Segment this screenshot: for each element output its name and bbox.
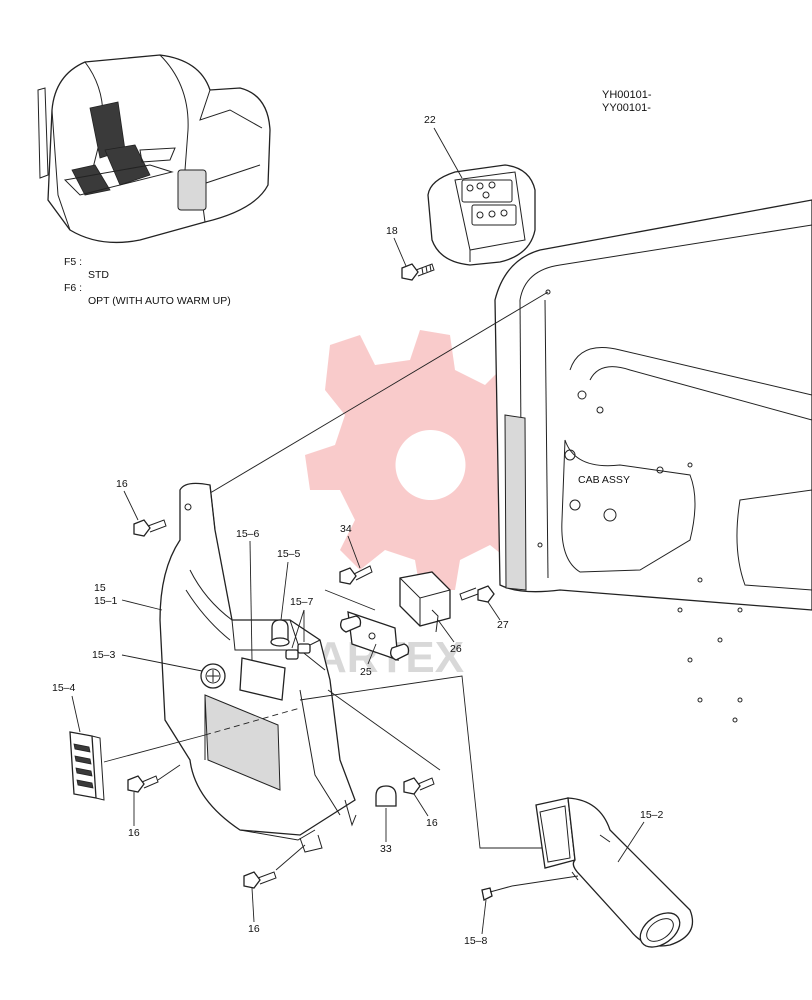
callout-26: 26 bbox=[450, 643, 462, 655]
part-33-cap bbox=[375, 785, 397, 807]
part-34-bolt bbox=[339, 565, 373, 585]
callout-16-mid: 16 bbox=[426, 817, 438, 829]
part-16-bolt-left bbox=[127, 775, 159, 793]
callout-15-1: 15–1 bbox=[94, 595, 118, 607]
part-16-bolt-bottom bbox=[243, 871, 277, 889]
callout-15-8: 15–8 bbox=[464, 935, 488, 947]
callout-16-bottom: 16 bbox=[248, 923, 260, 935]
callout-33: 33 bbox=[380, 843, 392, 855]
part-27-bolt bbox=[459, 585, 495, 603]
callout-27: 27 bbox=[497, 619, 509, 631]
part-15-8-screw bbox=[481, 885, 513, 901]
callout-25: 25 bbox=[360, 666, 372, 678]
note-text-f6: OPT (WITH AUTO WARM UP) bbox=[88, 295, 231, 307]
callout-15-2: 15–2 bbox=[640, 809, 664, 821]
note-key-f6: F6 : bbox=[64, 282, 82, 294]
part-15-3-grommet bbox=[200, 663, 226, 689]
part-15-side-panel bbox=[159, 482, 357, 853]
part-16-bolt-top bbox=[133, 519, 167, 537]
cab-assy-label: CAB ASSY bbox=[578, 474, 630, 486]
callout-15-4: 15–4 bbox=[52, 682, 76, 694]
callout-15: 15 bbox=[94, 582, 106, 594]
note-text-f5: STD bbox=[88, 269, 109, 281]
part-15-4-louver bbox=[69, 731, 105, 801]
callout-22: 22 bbox=[424, 114, 436, 126]
callout-15-3: 15–3 bbox=[92, 649, 116, 661]
part-22-meter-panel bbox=[427, 164, 536, 266]
machine-overview-illustration bbox=[37, 54, 271, 244]
cab-assembly-panel bbox=[494, 199, 812, 723]
callout-16-top: 16 bbox=[116, 478, 128, 490]
code-line-1: YH00101- bbox=[602, 89, 652, 101]
part-26-controller-box bbox=[399, 571, 451, 633]
part-25-bracket bbox=[340, 611, 410, 661]
callout-15-5: 15–5 bbox=[277, 548, 301, 560]
callout-16-left: 16 bbox=[128, 827, 140, 839]
part-18-bolt bbox=[401, 263, 435, 281]
code-line-2: YY00101- bbox=[602, 102, 651, 114]
part-15-2-air-duct bbox=[535, 797, 694, 948]
callout-34: 34 bbox=[340, 523, 352, 535]
part-15-5-switch bbox=[270, 619, 290, 647]
part-15-6-plate bbox=[239, 657, 286, 701]
callout-15-6: 15–6 bbox=[236, 528, 260, 540]
part-16-bolt-mid bbox=[403, 777, 435, 795]
note-key-f5: F5 : bbox=[64, 256, 82, 268]
part-15-7-switches bbox=[285, 643, 311, 660]
callout-15-7: 15–7 bbox=[290, 596, 314, 608]
callout-18: 18 bbox=[386, 225, 398, 237]
